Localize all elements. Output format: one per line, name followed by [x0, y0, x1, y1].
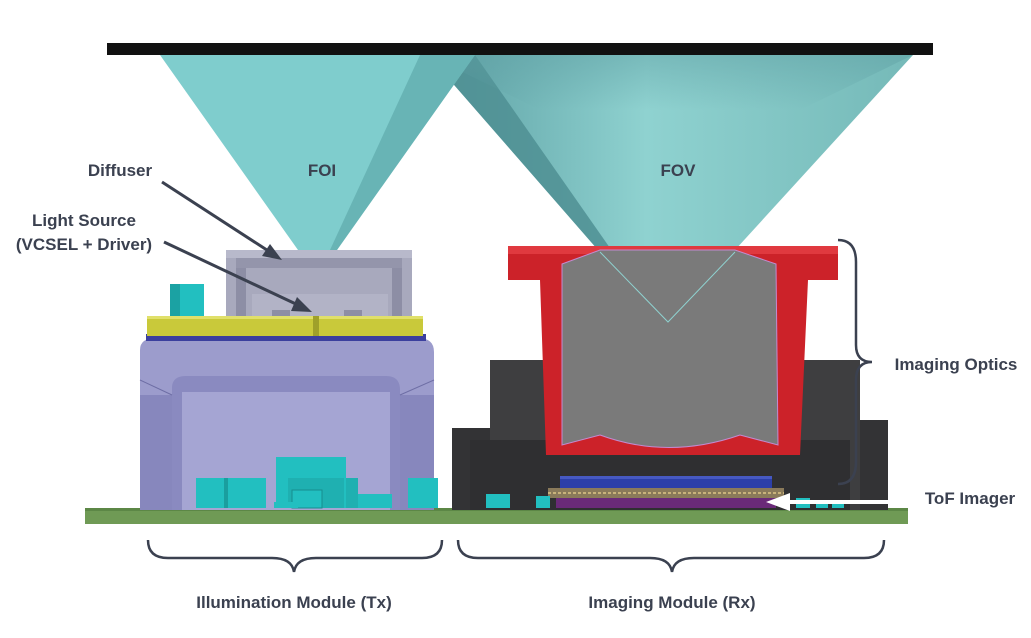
illumination-module: [139, 250, 438, 510]
light-source-leader: [163, 240, 299, 307]
fov-beam: [428, 55, 913, 250]
label-imaging-module: Imaging Module (Rx): [588, 593, 755, 612]
label-imaging-optics: Imaging Optics: [895, 355, 1018, 374]
target-surface: [107, 43, 933, 55]
foi-beam: [160, 55, 475, 250]
label-tof-imager: ToF Imager: [925, 489, 1016, 508]
label-light-source-line1: Light Source: [32, 211, 136, 230]
label-fov: FOV: [661, 161, 697, 180]
imaging-optics-brace: [837, 238, 873, 486]
label-illumination-module: Illumination Module (Tx): [196, 593, 391, 612]
label-foi: FOI: [308, 161, 336, 180]
diffuser-arrowhead: [262, 244, 282, 260]
tof-imager-arrowhead: [766, 493, 790, 511]
pcb: [85, 508, 908, 524]
imaging-module: [452, 246, 888, 510]
label-diffuser: Diffuser: [88, 161, 153, 180]
vcsel-board: [147, 316, 423, 336]
label-light-source-line2: (VCSEL + Driver): [16, 235, 152, 254]
illumination-module-brace: [146, 539, 444, 573]
imaging-module-brace: [456, 539, 886, 573]
diffuser-leader: [161, 180, 271, 254]
light-source-arrowhead: [291, 297, 312, 312]
tof-imager-chip: [556, 498, 776, 508]
